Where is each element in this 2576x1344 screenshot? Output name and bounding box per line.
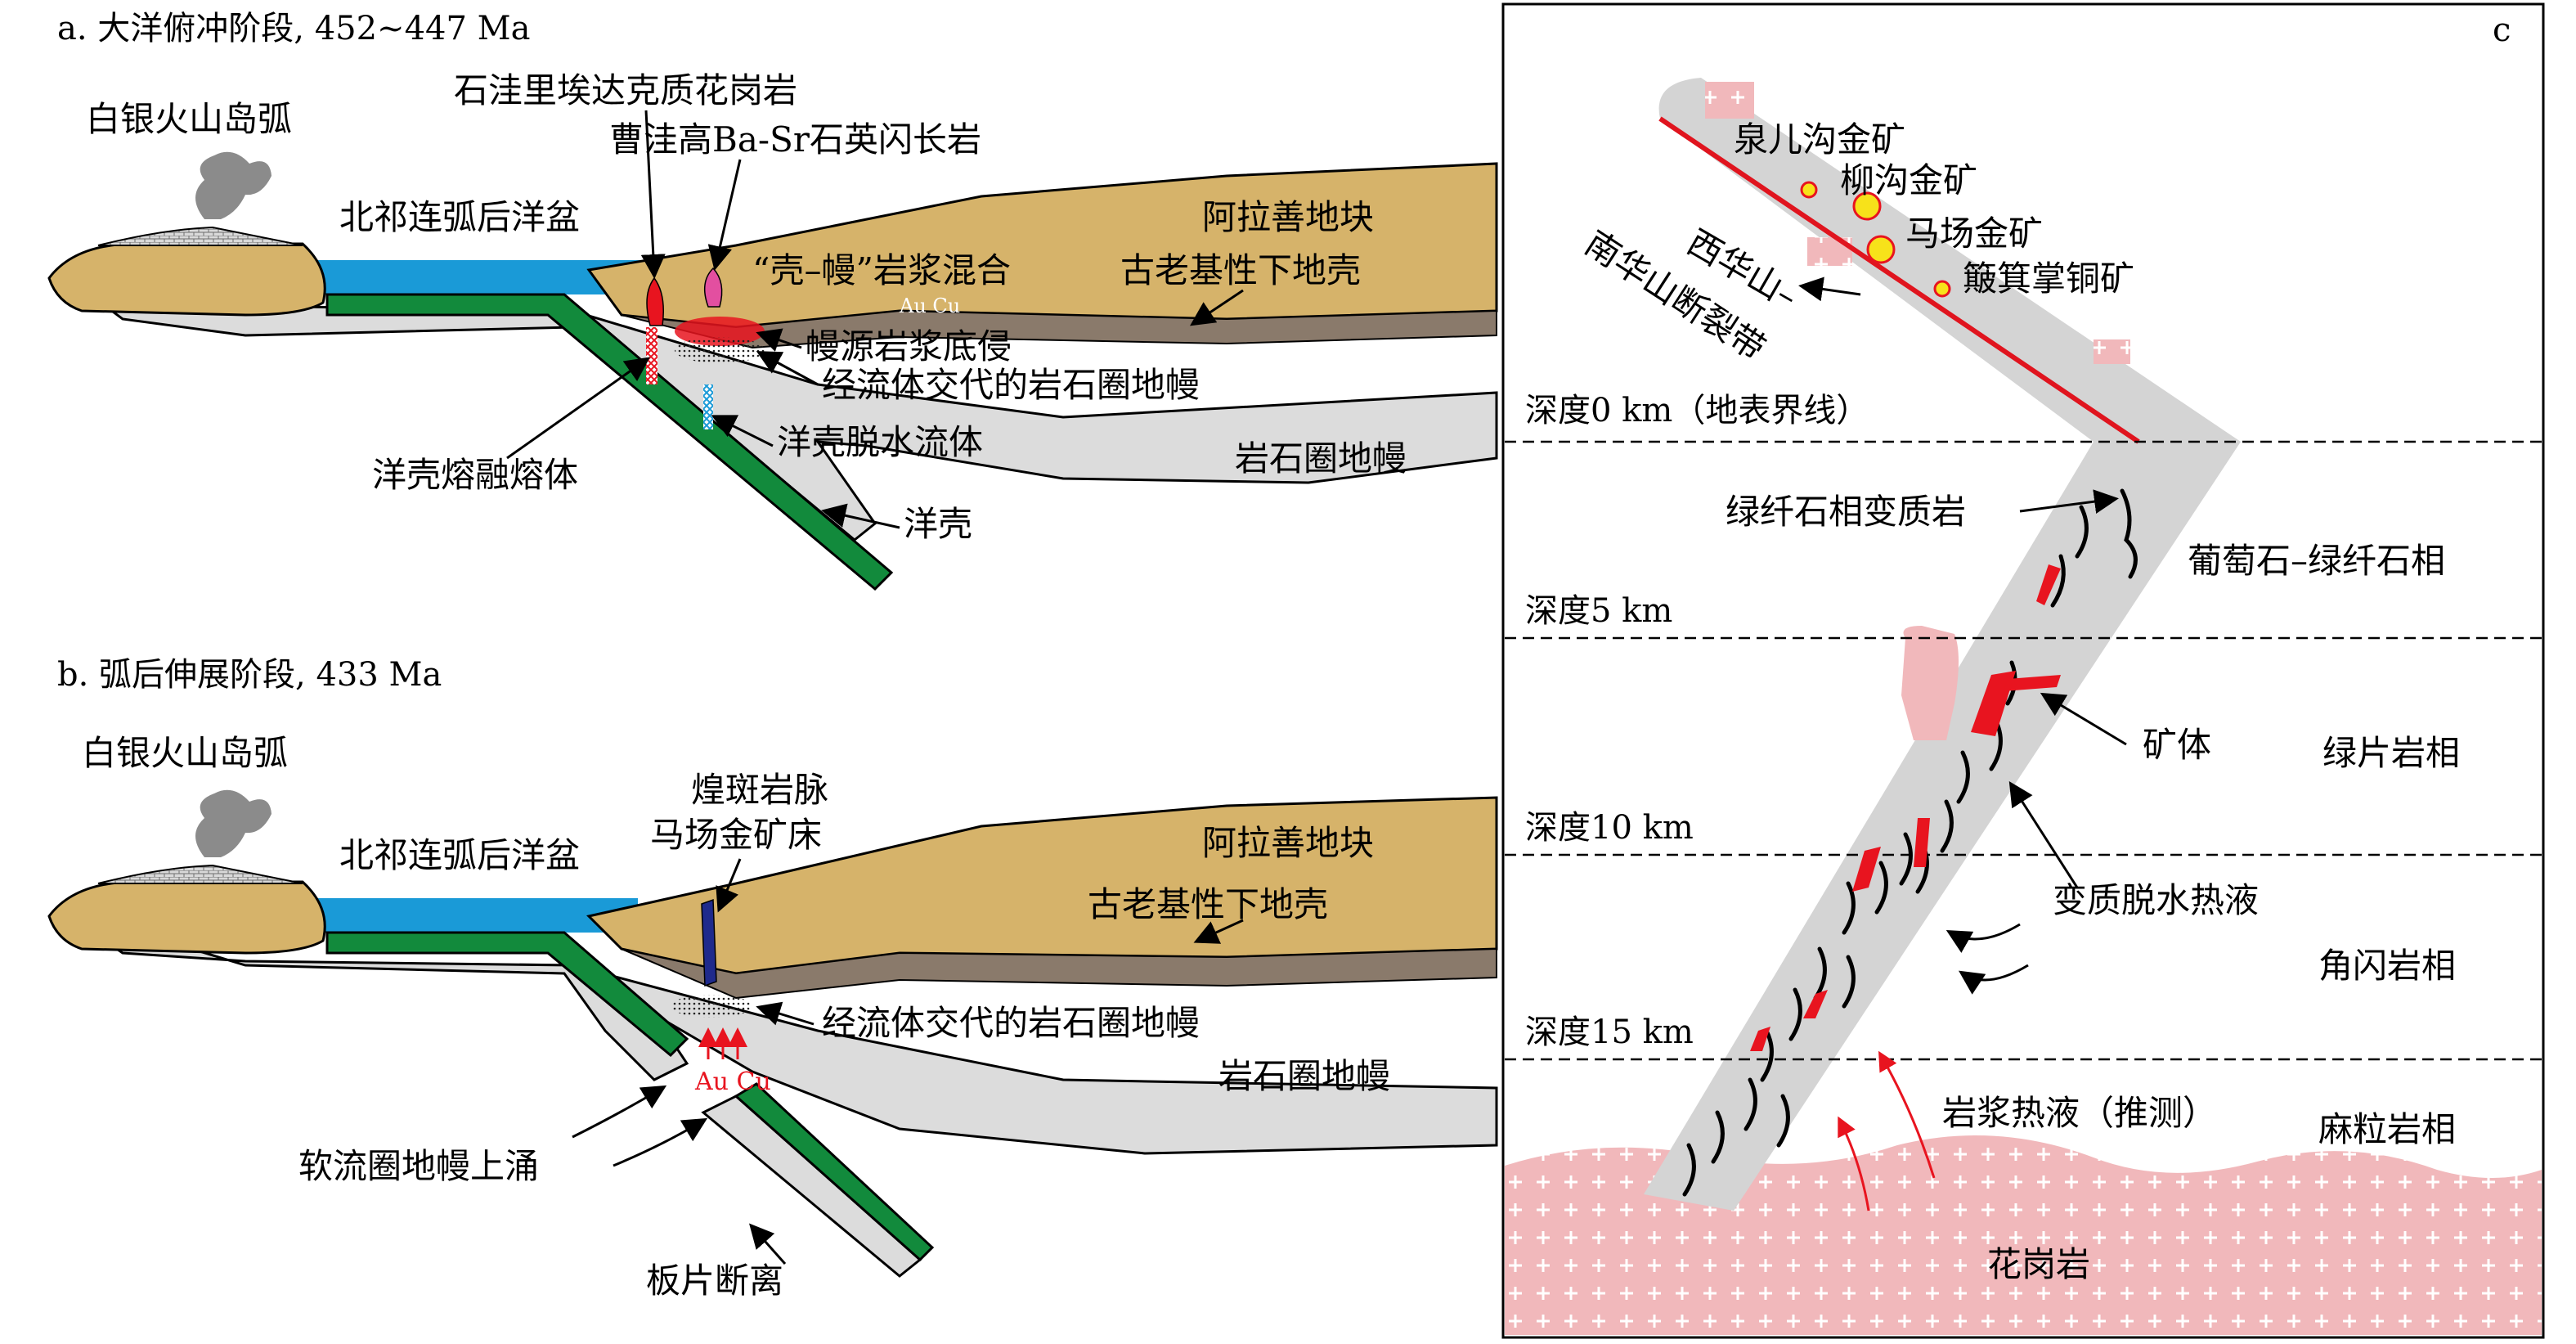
- panel-a-leader-lines: [506, 110, 1244, 529]
- panel-a-block-label: 阿拉善地块: [1202, 197, 1374, 237]
- panel-c-depth-10-label: 深度10 km: [1525, 809, 1694, 847]
- panel-c-depth-5-label: 深度5 km: [1525, 592, 1672, 630]
- panel-b-leader-lines: [572, 858, 1244, 1265]
- panel-a-metasomatized-label: 经流体交代的岩石圈地幔: [822, 365, 1200, 405]
- panel-a-smoke: [195, 151, 272, 219]
- panel-a-au-cu-label: Au Cu: [899, 294, 960, 317]
- panel-a-oceanic-crust-label: 洋壳: [904, 504, 972, 544]
- panel-c-deposit-1-label: 泉儿沟金矿: [1734, 119, 1905, 160]
- panel-a-fluid-column: [703, 384, 713, 429]
- panel-a-oceanic-crust: [325, 293, 894, 591]
- panel-c-fault-zone-granite-patches: [1705, 82, 2130, 364]
- panel-b-lower-crust-label: 古老基性下地壳: [1088, 884, 1328, 924]
- deposit-marker-bojizhang: [1933, 280, 1951, 298]
- panel-c-facies-2-label: 绿片岩相: [2322, 733, 2460, 773]
- panel-b-smoke: [195, 789, 272, 857]
- panel-a-tonalite-label: 曹洼高Ba-Sr石英闪长岩: [609, 119, 981, 160]
- panel-b-lamprophyre-dyke: [701, 898, 717, 987]
- panel-c-granite-label: 花岗岩: [1987, 1244, 2090, 1284]
- panel-a-volcanic-arc: [47, 242, 326, 317]
- panel-c: c 泉儿沟金矿 柳沟金矿 马场金矿 簸箕掌铜矿 西华山– 南华山断裂带 深度0 …: [1501, 2, 2545, 1339]
- panel-b-block-label: 阿拉善地块: [1202, 823, 1374, 863]
- panel-a-dehydration-fluid-label: 洋壳脱水流体: [777, 422, 983, 462]
- panel-a-lower-crust-label: 古老基性下地壳: [1120, 250, 1361, 290]
- panel-b-slab-breakoff-label: 板片断离: [646, 1261, 783, 1301]
- panel-c-leader-lines: [1798, 276, 2127, 995]
- panel-c-label: c: [2493, 11, 2511, 49]
- panel-c-vein-swarm: [1682, 488, 2138, 1197]
- panel-a-volcanic-arc-label: 白银火山岛弧: [86, 99, 292, 139]
- panel-c-magmatic-fluid-label: 岩浆热液（推测）: [1942, 1093, 2217, 1133]
- panel-c-depth-15-label: 深度15 km: [1525, 1014, 1694, 1051]
- panel-b-title: b. 弧后伸展阶段, 433 Ma: [57, 656, 442, 694]
- panel-b-detached-slab-crust: [734, 1082, 935, 1262]
- panel-b-lower-crust: [621, 947, 1497, 1000]
- panel-c-fault: [1658, 116, 2140, 444]
- panel-b-volcanic-arc-label: 白银火山岛弧: [82, 733, 288, 773]
- panel-a-metasomatized-zone: [675, 337, 765, 363]
- panel-c-pluton: [1901, 626, 1959, 740]
- panel-c-granite: [1505, 1135, 2542, 1335]
- panel-b-upwelling-label: 软流圈地幔上涌: [298, 1146, 539, 1186]
- panel-c-depth-lines: [1505, 440, 2542, 1061]
- panel-b-oceanic-crust: [325, 931, 689, 1058]
- panel-a-underplating: [675, 317, 765, 346]
- panel-b: b. 弧后伸展阶段, 433 Ma 白银火山岛弧 北祁连弧后洋盆 煌斑岩脉 马场…: [47, 656, 1498, 1301]
- panel-c-deposit-2-label: 柳沟金矿: [1840, 160, 1977, 200]
- panel-b-lamprophyre-label: 煌斑岩脉: [691, 770, 828, 810]
- panel-b-upwelling-arrows: [698, 1027, 747, 1059]
- panel-a-granite-label: 石洼里埃达克质花岗岩: [454, 70, 797, 110]
- panel-c-deposit-markers: [1800, 181, 1951, 298]
- panel-a-lithospheric-mantle-label: 岩石圈地幔: [1235, 438, 1407, 479]
- panel-a: a. 大洋俯冲阶段, 452~447 Ma 白银火山岛弧 北祁连弧后洋盆 石洼里…: [47, 10, 1498, 591]
- panel-b-backarc-basin-label: 北祁连弧后洋盆: [339, 835, 580, 875]
- panel-a-melt-column: [646, 327, 657, 384]
- panel-c-depth-0-label: 深度0 km（地表界线）: [1525, 392, 1869, 429]
- panel-b-volcanic-arc: [47, 880, 326, 955]
- panel-c-magmatic-arrows: [1838, 1050, 1936, 1211]
- deposit-marker-liugou: [1852, 191, 1882, 221]
- panel-a-oceanic-melt-label: 洋壳熔融熔体: [372, 455, 578, 495]
- panel-c-facies-3-label: 角闪岩相: [2318, 946, 2456, 986]
- panel-a-underplating-label: 幔源岩浆底侵: [806, 326, 1012, 366]
- panel-c-facies-1-label: 葡萄石–绿纤石相: [2188, 541, 2445, 581]
- panel-a-alxa-crust: [586, 162, 1498, 329]
- panel-a-arc-edifice: [97, 226, 303, 246]
- deposit-marker-quanergou: [1800, 181, 1818, 199]
- deposit-marker-machang: [1866, 235, 1896, 264]
- panel-b-lithospheric-mantle: [56, 906, 1498, 1155]
- panel-b-metasomatized-zone: [671, 995, 752, 1018]
- panel-c-greenschist-rock-label: 绿纤石相变质岩: [1726, 492, 1966, 532]
- panel-c-orebody-label: 矿体: [2143, 725, 2211, 765]
- panel-a-lower-crust: [621, 309, 1497, 349]
- panel-c-metamorphic-fluid-label: 变质脱水热液: [2053, 880, 2259, 920]
- panel-b-arc-edifice: [97, 864, 303, 884]
- panel-b-deposit-label: 马场金矿床: [650, 815, 822, 855]
- panel-c-deposit-4-label: 簸箕掌铜矿: [1963, 258, 2134, 299]
- panel-b-backarc-ocean: [311, 898, 638, 933]
- panel-c-facies-4-label: 麻粒岩相: [2318, 1109, 2456, 1149]
- panel-a-title: a. 大洋俯冲阶段, 452~447 Ma: [57, 10, 530, 47]
- panel-b-metasomatized-label: 经流体交代的岩石圈地幔: [822, 1003, 1200, 1043]
- panel-c-deposit-3-label: 马场金矿: [1905, 214, 2043, 254]
- panel-c-fault-zone-band: [1644, 78, 2241, 1211]
- panel-a-backarc-basin-label: 北祁连弧后洋盆: [339, 197, 580, 237]
- panel-a-mixing-label: “壳–幔”岩浆混合: [752, 250, 1011, 290]
- panel-a-backarc-ocean: [311, 260, 654, 294]
- panel-b-au-cu-label: Au Cu: [694, 1068, 771, 1096]
- panel-c-orebodies: [1750, 564, 2061, 1051]
- panel-b-lithospheric-mantle-label: 岩石圈地幔: [1218, 1056, 1390, 1096]
